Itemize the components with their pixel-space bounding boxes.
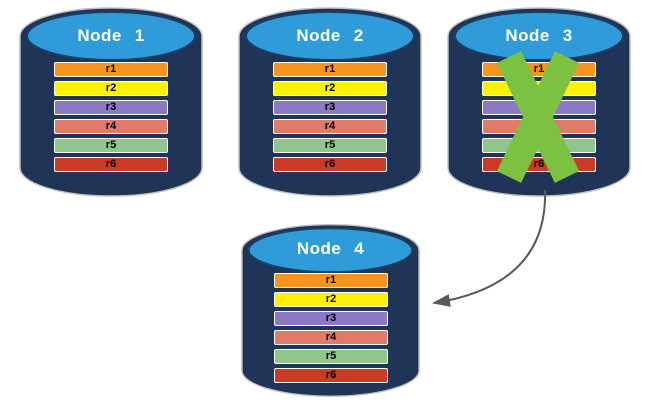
node-2-rows: r1 r2 r3 r4 r5 r6 <box>273 62 387 176</box>
replication-arrow <box>432 189 547 307</box>
row-r4: r4 <box>273 119 387 134</box>
row-r3: r3 <box>274 311 388 326</box>
row-r5: r5 <box>274 349 388 364</box>
node-4-title: Node 4 <box>296 239 365 258</box>
node-1-rows: r1 r2 r3 r4 r5 r6 <box>54 62 168 176</box>
failure-x-icon <box>496 51 580 183</box>
row-r5: r5 <box>273 138 387 153</box>
row-r4: r4 <box>274 330 388 345</box>
row-r1: r1 <box>274 273 388 288</box>
arrow-curve <box>432 189 547 307</box>
node-3-title: Node 3 <box>505 26 573 45</box>
row-r2: r2 <box>54 81 168 96</box>
node-4: Node 4 r1 r2 r3 r4 r5 r6 <box>240 221 421 398</box>
node-1: Node 1 r1 r2 r3 r4 r5 r6 <box>18 4 204 198</box>
row-r4: r4 <box>54 119 168 134</box>
row-r6: r6 <box>274 368 388 383</box>
row-r1: r1 <box>273 62 387 77</box>
row-r3: r3 <box>54 100 168 115</box>
row-r5: r5 <box>54 138 168 153</box>
cylinder-top <box>245 11 415 61</box>
row-r2: r2 <box>274 292 388 307</box>
x-stroke <box>496 51 580 183</box>
node-1-title: Node 1 <box>77 26 145 45</box>
cylinder-top <box>454 11 624 61</box>
node-4-rows: r1 r2 r3 r4 r5 r6 <box>274 273 388 387</box>
cylinder-top <box>26 11 196 61</box>
node-2-title: Node 2 <box>296 26 364 45</box>
node-3: Node 3 r1 r2 r3 r4 r5 r6 <box>446 4 632 198</box>
row-r6: r6 <box>273 157 387 172</box>
row-r2: r2 <box>273 81 387 96</box>
row-r3: r3 <box>273 100 387 115</box>
node-2: Node 2 r1 r2 r3 r4 r5 r6 <box>237 4 423 198</box>
row-r1: r1 <box>54 62 168 77</box>
cylinder-top <box>247 227 414 274</box>
row-r6: r6 <box>54 157 168 172</box>
